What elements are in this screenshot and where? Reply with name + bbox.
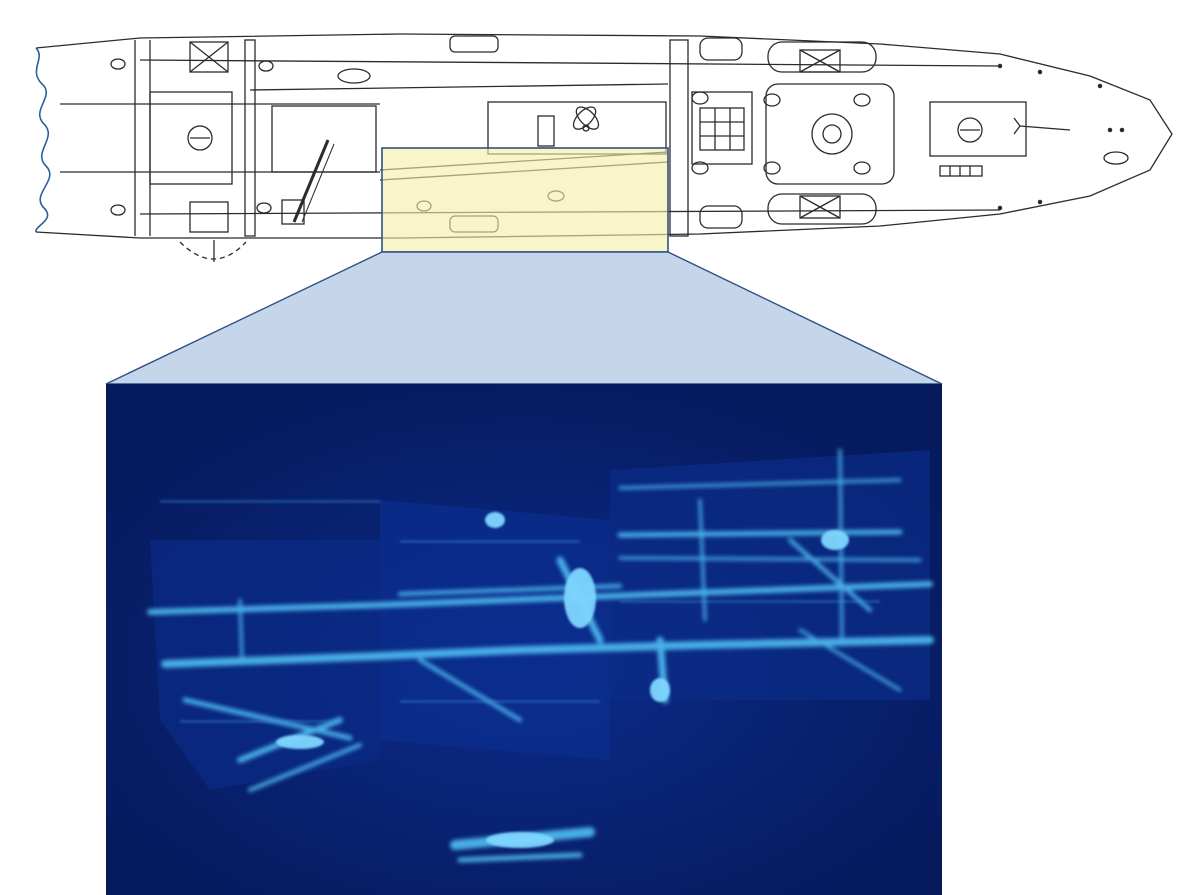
sonar-echo-streak bbox=[618, 556, 922, 562]
sonar-image bbox=[106, 384, 942, 895]
sonar-echo-streak bbox=[798, 628, 902, 692]
sonar-echo-streak bbox=[457, 852, 583, 863]
sonar-echo-streak bbox=[147, 581, 933, 615]
sonar-echo-streak bbox=[788, 538, 872, 612]
sonar-echo-streak bbox=[617, 529, 903, 538]
deck-hatch-circle bbox=[187, 125, 213, 151]
highlight-region bbox=[381, 147, 669, 253]
ship-deck-plan bbox=[35, 33, 1173, 262]
zoom-callout bbox=[105, 251, 943, 385]
sonar-echo-streak bbox=[618, 478, 902, 490]
sonar-echo-streak bbox=[418, 658, 522, 722]
sonar-echo-streak bbox=[161, 636, 934, 668]
anchor-icon bbox=[1013, 117, 1129, 165]
lifeboat-icon bbox=[449, 35, 877, 233]
sonar-echo-streak bbox=[248, 743, 362, 792]
torn-stern-edge bbox=[35, 47, 51, 233]
sonar-echo-streak bbox=[238, 598, 244, 662]
sonar-echo-streak bbox=[182, 697, 353, 741]
propeller-icon bbox=[572, 106, 600, 132]
crane-icon bbox=[281, 139, 335, 225]
